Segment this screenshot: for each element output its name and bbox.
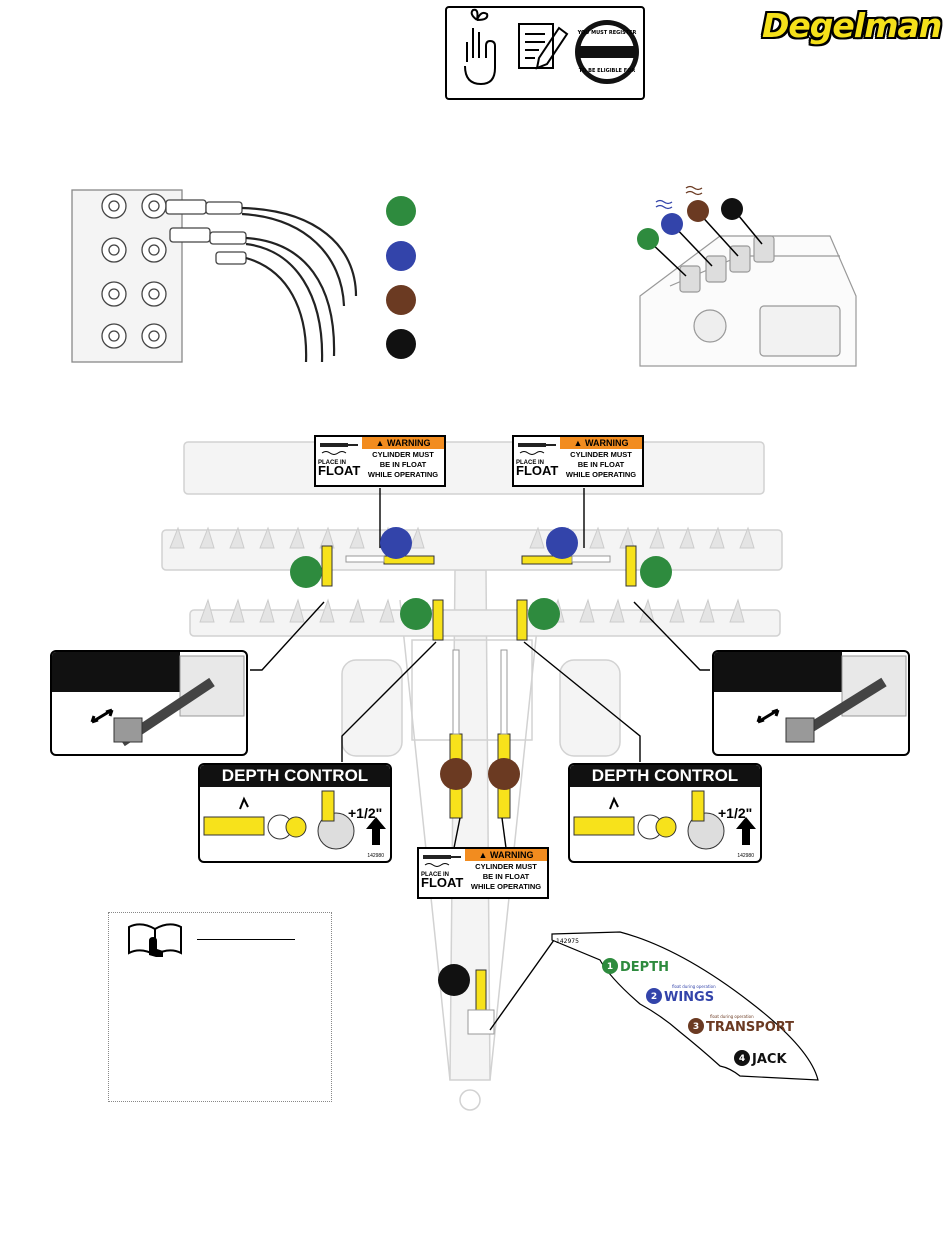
float-wave-icon — [655, 199, 673, 210]
depth-control-title: DEPTH CONTROL — [200, 765, 390, 787]
float-wave-icon-brown — [685, 185, 703, 196]
hose-identification-decal: 142975 1 DEPTH 2 WINGS float during oper… — [551, 931, 819, 1081]
detail-header-bar — [714, 652, 842, 692]
tractor-console-illustration — [637, 185, 857, 367]
manual-reference-box — [108, 912, 332, 1102]
register-seal-icon: YOU MUST REGISTER TO BE ELIGIBLE FOR — [575, 20, 639, 84]
coupler-bank — [71, 189, 183, 363]
document-pencil-icon — [518, 23, 569, 70]
decal-jack-label: JACK — [751, 1052, 787, 1067]
svg-text:TO BE ELIGIBLE FOR: TO BE ELIGIBLE FOR — [579, 68, 636, 74]
hoses — [241, 206, 358, 363]
decal-wings-label: WINGS — [664, 990, 714, 1005]
registration-icons: YOU MUST REGISTER TO BE ELIGIBLE FOR — [464, 8, 639, 86]
dot-jack — [438, 964, 470, 996]
degelman-logo: Degelman — [762, 6, 942, 48]
console-green-dot — [637, 228, 659, 250]
dot-depth-right — [528, 598, 560, 630]
legend-blue-dot — [386, 241, 416, 271]
decal-part-number: 142975 — [556, 938, 579, 945]
depth-control-title: DEPTH CONTROL — [570, 765, 760, 787]
decal-transport-label: TRANSPORT — [706, 1020, 794, 1035]
part-number: 142980 — [737, 853, 754, 859]
reminder-finger-icon — [464, 8, 496, 86]
double-arrow-icon — [756, 708, 780, 724]
depth-increment: +1/2" — [718, 805, 753, 821]
up-arrow-icon — [366, 817, 386, 845]
legend-brown-dot — [386, 285, 416, 315]
dot-transport-right — [488, 758, 520, 790]
depth-increment: +1/2" — [348, 805, 383, 821]
svg-text:3: 3 — [693, 1022, 699, 1032]
double-arrow-icon — [90, 708, 114, 724]
depth-adjust-illustration — [203, 790, 386, 850]
svg-text:1: 1 — [607, 962, 613, 972]
legend-green-dot — [386, 196, 416, 226]
console-black-dot — [721, 198, 743, 220]
hose-fittings — [165, 199, 247, 265]
manual-book-icon — [128, 923, 182, 957]
dot-wings-right — [546, 527, 578, 559]
depth-adjust-illustration — [573, 790, 756, 850]
dot-wings-left — [380, 527, 412, 559]
dot-depth-left — [400, 598, 432, 630]
up-arrow-icon — [736, 817, 756, 845]
logo-text: Degelman — [762, 6, 942, 45]
pin-adjust-detail-left — [50, 650, 248, 756]
cylinder-float-icon — [320, 443, 358, 455]
registration-icon-box: YOU MUST REGISTER TO BE ELIGIBLE FOR — [445, 6, 645, 100]
svg-text:float during operation: float during operation — [710, 1014, 754, 1019]
svg-text:4: 4 — [739, 1054, 745, 1064]
manual-rule — [197, 939, 295, 940]
svg-text:2: 2 — [651, 992, 657, 1002]
dot-depth-far-right — [640, 556, 672, 588]
cylinder-float-icon — [518, 443, 556, 455]
cylinder-float-icon — [423, 855, 461, 867]
part-number: 142980 — [367, 853, 384, 859]
pin-adjust-detail-right — [712, 650, 910, 756]
warning-header: ▲ WARNING — [560, 437, 642, 449]
dot-depth-far-left — [290, 556, 322, 588]
console-blue-dot — [661, 213, 683, 235]
console-brown-dot — [687, 200, 709, 222]
warning-header: ▲ WARNING — [465, 849, 547, 861]
depth-control-panel-right: DEPTH CONTROL +1/2" 142980 — [568, 763, 762, 863]
detail-header-bar — [52, 652, 180, 692]
decal-depth-label: DEPTH — [620, 960, 669, 975]
pin-adjust-illustration — [756, 655, 907, 743]
pin-adjust-illustration — [90, 655, 245, 747]
svg-text:YOU MUST REGISTER: YOU MUST REGISTER — [577, 30, 637, 36]
svg-text:float during operation: float during operation — [672, 984, 716, 989]
depth-control-panel-left: DEPTH CONTROL +1/2" 142980 — [198, 763, 392, 863]
warning-header: ▲ WARNING — [362, 437, 444, 449]
dot-transport-left — [440, 758, 472, 790]
legend-black-dot — [386, 329, 416, 359]
hydraulic-couplers-illustration — [71, 189, 358, 363]
